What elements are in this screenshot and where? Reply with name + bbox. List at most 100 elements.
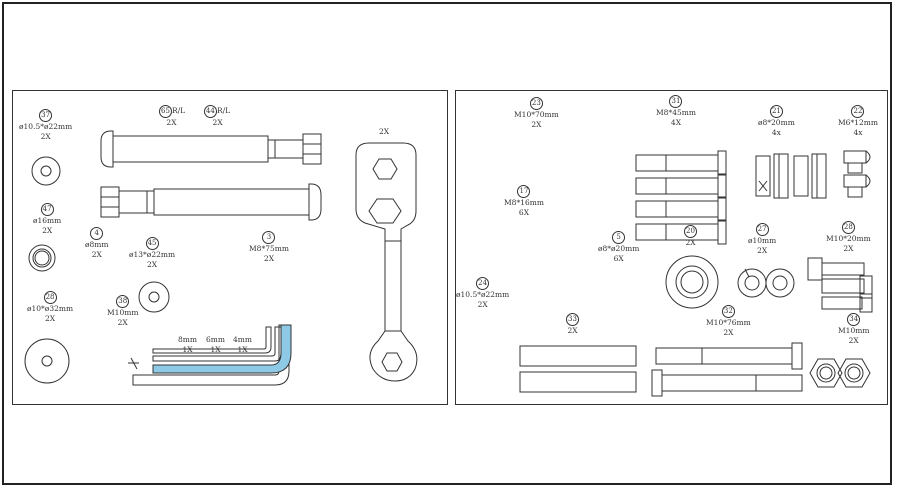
part-spec-23: M10*70mm — [514, 110, 559, 119]
part-label-31: 31 M8*45mm 4X — [656, 95, 696, 128]
bolts-31-drawing — [636, 151, 726, 244]
allen-key-size-6mm: 6mm — [206, 335, 225, 344]
part-label-22: 22 M6*12mm 4x — [838, 105, 878, 138]
hardware-panel-left: 37 ø10.5*ø22mm 2X 47 ø16mm 2X 28 ø10*ø32… — [12, 90, 448, 405]
part-qty-45: 2X — [146, 260, 158, 269]
page-frame — [2, 2, 892, 485]
part-number-44: 44 — [203, 105, 217, 118]
part-qty-28: 2X — [44, 314, 56, 323]
wrench-qty-label: 2X — [379, 127, 390, 136]
part-label-45: 45 ø13*ø22mm 2X — [129, 237, 175, 270]
part-label-33: 33 2X — [566, 313, 579, 336]
part-label-21: 21 ø8*20mm 4x — [758, 105, 795, 138]
part-qty-65: 2X — [166, 118, 177, 127]
part-qty-44: 2X — [212, 118, 223, 127]
part-number-31: 31 — [669, 95, 683, 108]
axle-bolt-top-drawing — [101, 131, 321, 167]
part-spec-34: M10mm — [838, 326, 870, 335]
part-qty-27: 2X — [757, 246, 768, 255]
screws-22-drawing — [844, 151, 870, 197]
bars-33-drawing — [520, 346, 636, 392]
part-spec-31: M8*45mm — [656, 108, 696, 117]
part-qty-20: 2X — [685, 238, 696, 247]
nuts-34-drawing — [810, 359, 870, 387]
part-qty-28-right: 2X — [843, 244, 854, 253]
part-number-4: 4 — [90, 227, 104, 240]
part-suffix-65: R/L — [172, 106, 186, 115]
allen-key-qty-4mm: 1X — [237, 345, 248, 354]
part-spec-5: ø8*ø20mm — [598, 244, 640, 253]
part-label-32: 32 M10*76mm 2X — [706, 305, 751, 338]
part-number-33: 33 — [566, 313, 579, 326]
axle-bolt-bottom-drawing — [101, 184, 321, 220]
part-number-24: 24 — [476, 277, 490, 290]
part-number-45: 45 — [145, 237, 159, 250]
part-number-27: 27 — [755, 223, 769, 236]
part-number-3: 3 — [262, 231, 276, 244]
left-panel-artwork — [13, 91, 449, 406]
allen-key-qty-8mm: 1X — [182, 345, 193, 354]
part-label-28: 28 ø10*ø32mm 2X — [27, 291, 73, 324]
part-label-20: 20 2X — [684, 225, 697, 248]
part-number-17: 17 — [517, 185, 531, 198]
part-spec-37: ø10.5*ø22mm — [19, 122, 73, 131]
part-qty-17: 6X — [518, 208, 530, 217]
part-spec-24: ø10.5*ø22mm — [456, 290, 510, 299]
spacers-21-drawing — [756, 154, 826, 198]
part-spec-27: ø10mm — [748, 236, 777, 245]
part-label-27: 27 ø10mm 2X — [748, 223, 776, 256]
bolts-32-drawing — [652, 343, 802, 396]
right-panel-artwork — [456, 91, 889, 406]
part-qty-24: 2X — [477, 300, 488, 309]
allen-key-qty-6mm: 1X — [210, 345, 221, 354]
part-suffix-44: R/L — [216, 106, 231, 115]
part-spec-45: ø13*ø22mm — [129, 250, 176, 259]
allen-key-size-8mm: 8mm — [178, 335, 197, 344]
part-qty-5: 6X — [613, 254, 624, 263]
part-qty-23: 2X — [531, 120, 542, 129]
allen-key-size-4mm: 4mm — [233, 335, 252, 344]
wrench-drawing — [356, 143, 417, 381]
part-qty-38: 2X — [117, 318, 128, 327]
washer-45-drawing — [139, 282, 169, 312]
allen-key-label-4mm: 4mm 1X — [233, 335, 252, 355]
part-qty-21: 4x — [771, 128, 781, 137]
allen-key-label-8mm: 8mm 1X — [178, 335, 197, 355]
part-label-38: 38 M10mm 2X — [107, 295, 138, 328]
part-label-4: 4 ø8mm 2X — [85, 227, 109, 260]
washer-20-drawing — [666, 256, 718, 308]
part-qty-47: 2X — [42, 226, 53, 235]
part-label-5: 5 ø8*ø20mm 6X — [598, 231, 639, 264]
part-spec-28-right: M10*20mm — [826, 234, 871, 243]
part-qty-3: 2X — [263, 254, 275, 263]
part-label-28-right: 28 M10*20mm 2X — [826, 221, 871, 254]
part-label-47: 47 ø16mm 2X — [33, 203, 61, 236]
part-spec-38: M10mm — [107, 308, 139, 317]
part-number-23: 23 — [529, 97, 543, 110]
part-spec-17: M8*16mm — [504, 198, 544, 207]
part-spec-28: ø10*ø32mm — [27, 304, 74, 313]
washer-28-drawing — [25, 339, 69, 383]
part-number-21: 21 — [769, 105, 783, 118]
part-qty-37: 2X — [40, 132, 51, 141]
hardware-panel-right: 23 M10*70mm 2X 31 M8*45mm 4X 21 ø8*20mm … — [455, 90, 888, 405]
part-label-34: 34 M10mm 2X — [838, 313, 869, 346]
part-number-37: 37 — [39, 109, 53, 122]
washer-47-drawing — [29, 245, 55, 271]
part-number-28-right: 28 — [841, 221, 855, 234]
bolts-28-drawing — [808, 258, 872, 312]
part-number-5: 5 — [612, 231, 626, 244]
part-qty-4: 2X — [91, 250, 102, 259]
part-number-28: 28 — [43, 291, 57, 304]
part-number-32: 32 — [721, 305, 735, 318]
part-number-38: 38 — [116, 295, 130, 308]
part-spec-32: M10*76mm — [706, 318, 751, 327]
part-label-23: 23 M10*70mm 2X — [514, 97, 559, 130]
part-spec-47: ø16mm — [33, 216, 62, 225]
part-number-47: 47 — [40, 203, 54, 216]
washer-37-drawing — [32, 157, 60, 185]
part-number-65: 65 — [159, 105, 172, 118]
part-number-20: 20 — [684, 225, 697, 238]
part-qty-31: 4X — [670, 118, 682, 127]
